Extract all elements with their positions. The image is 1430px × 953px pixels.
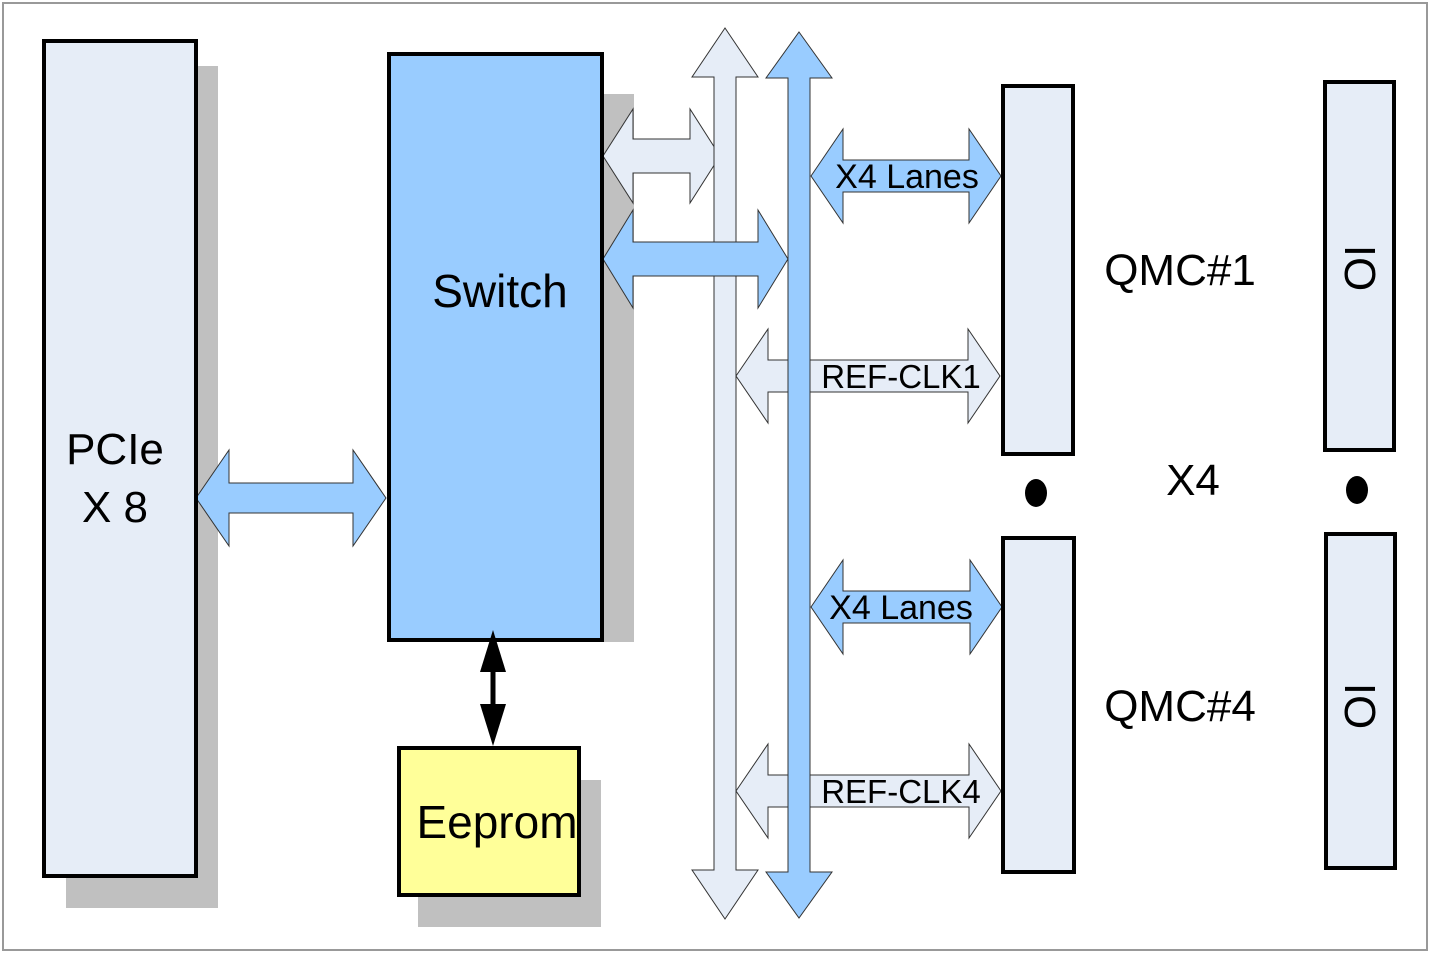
qmc4-label: QMC#4 [1104,682,1256,731]
ellipsis-dot-io [1346,476,1368,504]
qmc1-block [1001,84,1075,456]
pcie-label: PCIe [66,425,164,474]
light-bus-arrow [691,27,759,920]
refclk1-label: REF-CLK1 [821,358,981,395]
io-top-label: IO [1335,245,1384,291]
blue-bus-arrow [765,31,833,919]
pcie-block [42,39,198,878]
refclk4-label: REF-CLK4 [821,773,981,810]
io-top-block [1323,80,1396,452]
refclk1-arrow [735,327,1001,425]
lanes-top-label: X4 Lanes [835,158,979,196]
eeprom-link-arrow [480,630,506,746]
lanes-bottom-label: X4 Lanes [829,589,973,627]
switch-label: Switch [432,265,567,317]
ellipsis-dot-qmc [1025,479,1047,507]
multiplier-label: X4 [1166,456,1220,505]
qmc1-label: QMC#1 [1104,246,1256,295]
eeprom-label: Eeprom [416,796,577,848]
switch-block [387,52,604,642]
pcie-switch-arrow [195,448,387,548]
qmc4-block [1001,536,1076,874]
eeprom-block [397,746,581,897]
pcie-width-label: X 8 [82,483,148,532]
io-bottom-block [1324,532,1397,870]
io-bottom-label: IO [1335,683,1384,729]
